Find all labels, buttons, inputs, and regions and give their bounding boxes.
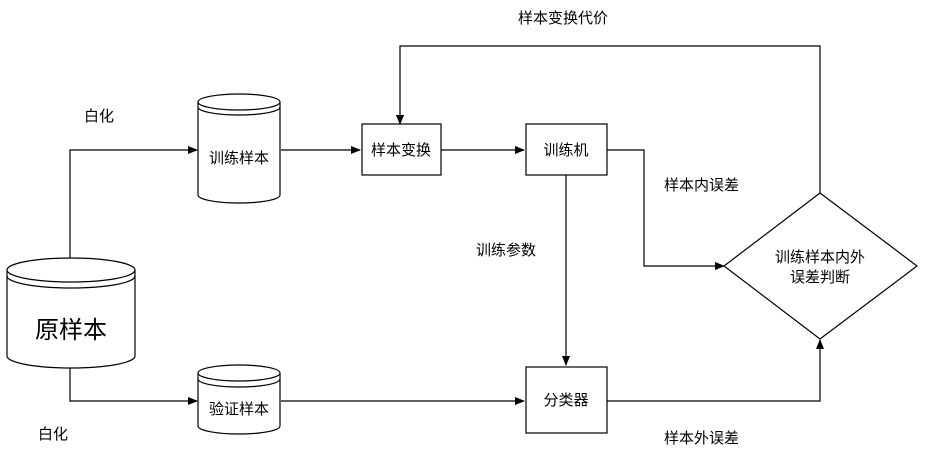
- trainer-node: 训练机: [526, 124, 607, 175]
- decision-label-line1: 训练样本内外: [775, 248, 865, 266]
- edge-original-to-validation: [70, 368, 197, 401]
- training-params-label: 训练参数: [476, 241, 536, 259]
- classifier-label: 分类器: [543, 391, 588, 409]
- transform-cost-label: 样本变换代价: [518, 9, 608, 27]
- whiten-bottom-label: 白化: [38, 425, 68, 443]
- classifier-node: 分类器: [526, 367, 607, 433]
- trainer-label: 训练机: [543, 141, 588, 159]
- edge-classifier-to-decision: [607, 340, 820, 401]
- edge-original-to-training: [70, 150, 197, 258]
- edges: [70, 46, 820, 401]
- edge-decision-feedback: [400, 46, 820, 193]
- whiten-top-label: 白化: [84, 107, 114, 125]
- original-sample-node: 原样本: [7, 258, 135, 368]
- validation-sample-node: 验证样本: [198, 365, 280, 434]
- training-sample-node: 训练样本: [198, 94, 280, 203]
- sample-transform-label: 样本变换: [371, 141, 431, 159]
- error-decision-node: 训练样本内外 误差判断: [724, 193, 917, 339]
- training-sample-label: 训练样本: [209, 149, 269, 167]
- out-sample-error-label: 样本外误差: [664, 429, 739, 447]
- in-sample-error-label: 样本内误差: [664, 176, 739, 194]
- original-sample-label: 原样本: [35, 316, 107, 344]
- sample-transform-node: 样本变换: [362, 124, 441, 175]
- validation-sample-label: 验证样本: [209, 400, 269, 418]
- decision-label-line2: 误差判断: [790, 268, 850, 286]
- edge-trainer-to-decision: [607, 150, 724, 266]
